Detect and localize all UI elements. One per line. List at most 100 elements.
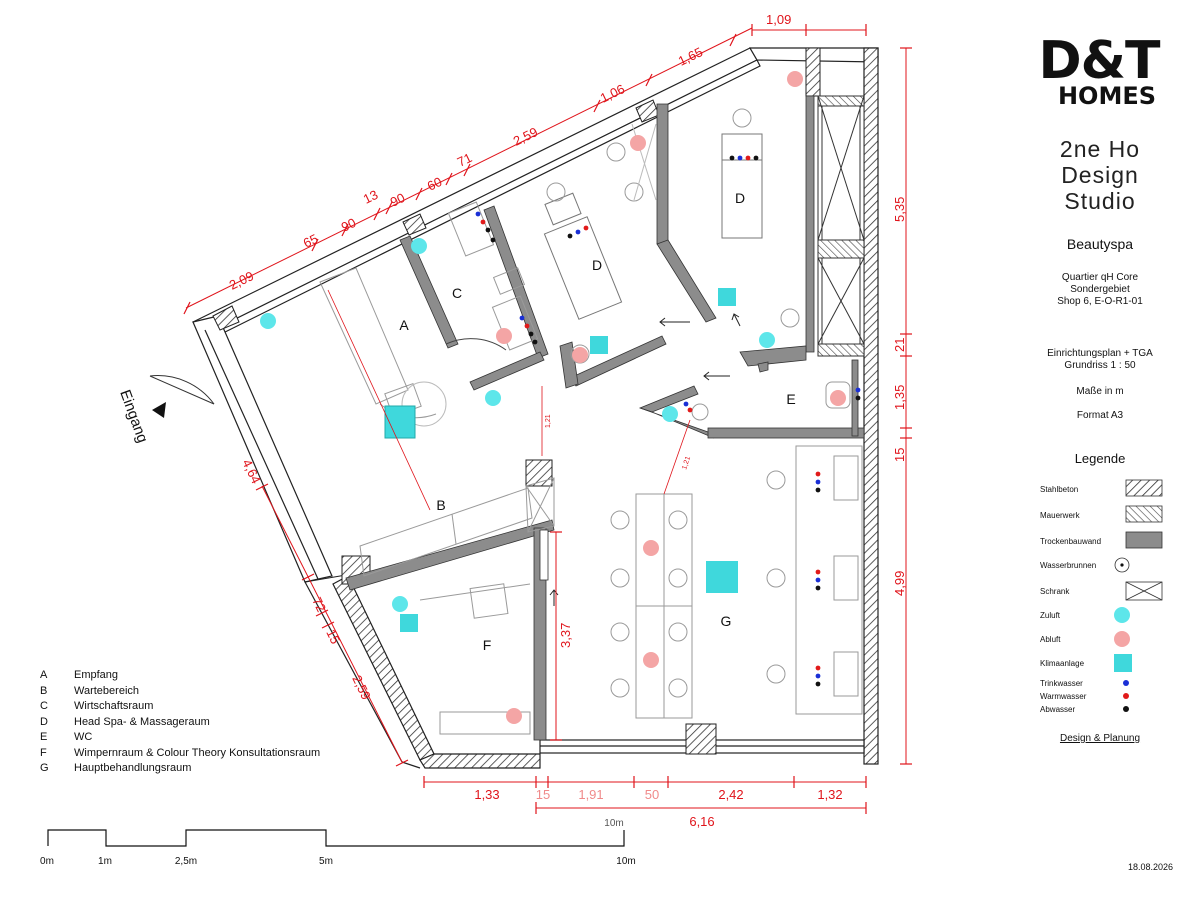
scale-label-2: 2,5m [175, 856, 197, 867]
legend-label-mauerwerk: Mauerwerk [1040, 511, 1080, 520]
dim-bottom-2: 1,91 [578, 787, 603, 802]
legend-label-schrank: Schrank [1040, 587, 1070, 596]
plan-info: Einrichtungsplan + TGA Grundriss 1 : 50 … [1030, 348, 1170, 422]
logo-text-bottom: HOMES [1058, 82, 1156, 110]
stahlbeton-swatch [1125, 479, 1163, 497]
abluft-icon [643, 540, 659, 556]
room-label-d1: D [592, 257, 602, 273]
dim-top-3: 13 [361, 187, 381, 207]
dim-bottom-0: 1,33 [474, 787, 499, 802]
legend-label-warmwasser: Warmwasser [1040, 692, 1087, 701]
dim-left-1: 72 [309, 595, 329, 615]
dim-top-8: 1,06 [598, 81, 627, 106]
legend-title: Legende [1074, 451, 1126, 466]
studio-line: 2ne Ho [1059, 136, 1141, 162]
room-letter: C [40, 700, 48, 712]
dim-inner-1: 1,21 [545, 414, 552, 428]
zuluft-legend-icon [1114, 607, 1130, 623]
room-legend-row: E WC [40, 730, 320, 746]
dim-right-4: 4,99 [892, 571, 907, 596]
klimaanlage-icon [706, 561, 738, 593]
dim-top-9: 1,65 [676, 44, 705, 69]
room-label-d2: D [735, 190, 745, 206]
hvac-symbols [260, 71, 846, 724]
abluft-icon [643, 652, 659, 668]
warmwasser-legend-icon [1123, 693, 1129, 699]
brand-logo: D&T HOMES [1039, 31, 1163, 110]
units-label: Maße in m [1076, 386, 1124, 397]
klimaanlage-icon [590, 336, 608, 354]
plan-text: A B C D D E F G Eingang 2,09 65 90 13 90… [40, 12, 907, 867]
wall-top-slant [192, 47, 758, 337]
studio-line: Studio [1064, 188, 1136, 214]
room-label-e: E [786, 391, 795, 407]
legend-label-abwasser: Abwasser [1040, 705, 1076, 714]
address-line: Shop 6, E-O-R1-01 [1057, 296, 1143, 307]
legend-label-stahlbeton: Stahlbeton [1040, 485, 1079, 494]
dim-bottom-1: 15 [536, 787, 550, 802]
dim-right-2: 1,35 [892, 385, 907, 410]
mauerwerk-swatch [1125, 505, 1163, 523]
dim-right-1: 21 [892, 338, 907, 352]
dim-top-0: 2,09 [227, 268, 256, 293]
room-name: Wirtschaftsraum [74, 700, 154, 712]
legend-label-wasserbrunnen: Wasserbrunnen [1040, 561, 1097, 570]
abluft-icon [630, 135, 646, 151]
scale-label-4: 10m [616, 856, 635, 867]
project-name: Beautyspa [1066, 236, 1134, 252]
room-name: Wartebereich [74, 684, 140, 697]
right-window-strip [817, 95, 865, 357]
abwasser-legend-icon [1123, 706, 1129, 712]
plan-date: 18.08.2026 [1128, 862, 1174, 872]
zuluft-icon [485, 390, 501, 406]
dim-top-1: 65 [301, 231, 321, 251]
room-name: WC [74, 731, 93, 743]
studio-line: Design [1061, 162, 1139, 188]
dim-bottom-4: 2,42 [718, 787, 743, 802]
trockenbau-swatch [1125, 531, 1163, 549]
dim-top-10: 1,09 [766, 12, 791, 27]
address-line: Quartier qH Core [1061, 272, 1139, 283]
outer-walls [192, 47, 879, 769]
room-label-b: B [436, 497, 445, 513]
zuluft-icon [411, 238, 427, 254]
water-connections [475, 155, 861, 687]
klimaanlage-icon [718, 288, 736, 306]
entrance-arrow-icon [152, 402, 166, 418]
zuluft-icon [260, 313, 276, 329]
wall-right-concrete [863, 47, 879, 765]
room-legend-row: C Wirtschaftsraum [40, 699, 320, 715]
dim-inner-0: 3,37 [558, 623, 573, 648]
legend-label-zuluft: Zuluft [1040, 611, 1061, 620]
room-label-f: F [483, 637, 492, 653]
wall-bottom-left-masonry [332, 575, 435, 761]
room-letter: E [40, 731, 48, 743]
dimension-ticks [183, 24, 912, 814]
format-label: Format A3 [1076, 410, 1124, 421]
concrete-pillars [212, 47, 821, 755]
interior-walls [345, 95, 865, 741]
dim-left-3: 2,59 [349, 673, 374, 702]
room-label-c: C [452, 285, 462, 301]
room-letter: G [40, 762, 49, 774]
room-name: Wimpernraum & Colour Theory Konsultation… [74, 746, 321, 759]
legend-swatches [1114, 479, 1163, 712]
dim-right-3: 15 [892, 448, 907, 462]
dim-top-4: 90 [388, 190, 408, 210]
room-letter: D [40, 715, 48, 728]
dim-left-2: 15 [323, 627, 343, 647]
abluft-icon [830, 390, 846, 406]
legend-label-abluft: Abluft [1040, 635, 1061, 644]
plan-line: Grundriss 1 : 50 [1064, 360, 1136, 371]
trinkwasser-legend-icon [1123, 680, 1129, 686]
abluft-icon [572, 347, 588, 363]
dim-bottom-total: 6,16 [689, 814, 714, 829]
plan-line: Einrichtungsplan + TGA [1047, 348, 1153, 359]
dim-bottom-faint: 10m [604, 818, 623, 829]
dim-inner-2: 1,21 [681, 455, 692, 470]
